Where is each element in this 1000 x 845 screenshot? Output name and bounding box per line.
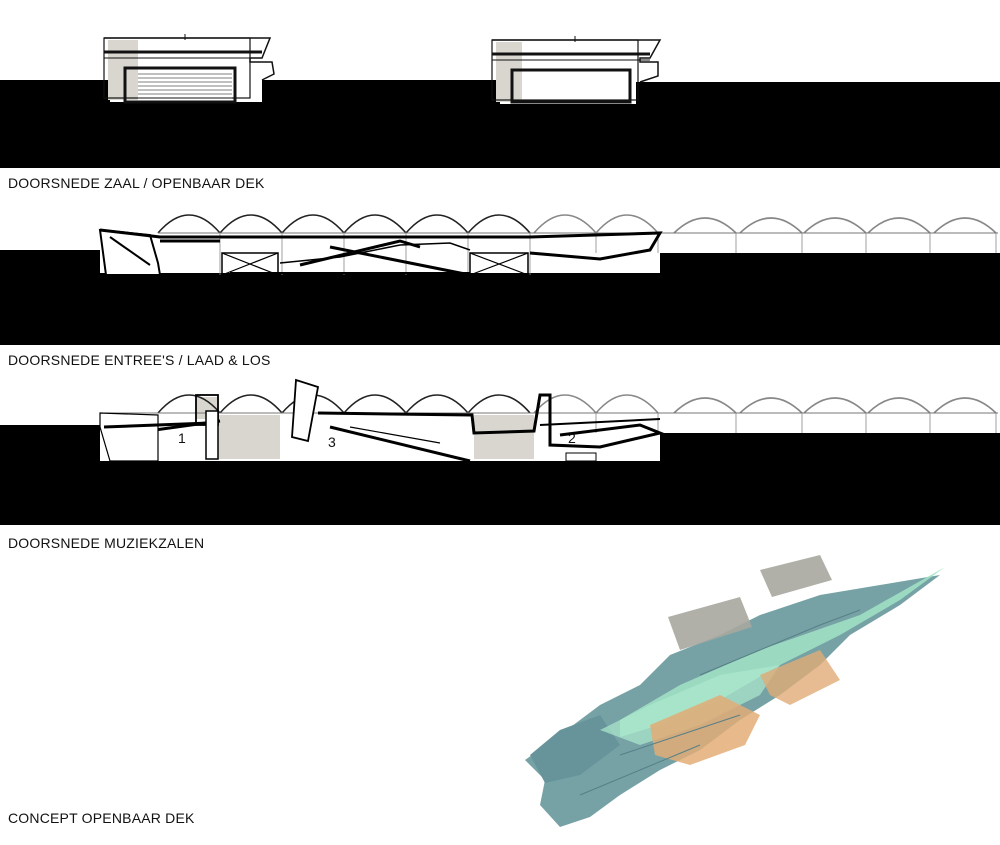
caption-section-4: CONCEPT OPENBAAR DEK bbox=[8, 810, 195, 826]
deck-structure bbox=[98, 228, 663, 277]
section-drawing-muziekzalen: 1 3 2 bbox=[0, 378, 1000, 525]
section-zaal-openbaar-dek: DOORSNEDE ZAAL / OPENBAAR DEK bbox=[0, 0, 1000, 195]
ground-mass bbox=[0, 80, 1000, 168]
room-label-2: 2 bbox=[568, 430, 576, 446]
caption-section-3: DOORSNEDE MUZIEKZALEN bbox=[8, 535, 205, 551]
concept-model-drawing bbox=[525, 555, 945, 827]
section-drawing-zaal bbox=[0, 34, 1000, 168]
room-label-1: 1 bbox=[178, 430, 186, 446]
hall-fill-right bbox=[474, 415, 534, 459]
room-label-3: 3 bbox=[328, 434, 336, 450]
caption-section-2: DOORSNEDE ENTREE'S / LAAD & LOS bbox=[8, 352, 271, 368]
caption-section-1: DOORSNEDE ZAAL / OPENBAAR DEK bbox=[8, 175, 265, 191]
building-left bbox=[103, 34, 275, 104]
section-drawing-entrees bbox=[0, 214, 1000, 345]
section-entrees-laad-los: DOORSNEDE ENTREE'S / LAAD & LOS bbox=[0, 195, 1000, 375]
hall-fill-left bbox=[218, 415, 280, 459]
roof-arches bbox=[157, 214, 998, 234]
concept-model bbox=[525, 555, 945, 827]
building-right bbox=[491, 36, 662, 104]
hall-structure bbox=[99, 378, 665, 463]
section-concept-openbaar-dek: CONCEPT OPENBAAR DEK bbox=[0, 555, 1000, 845]
ground-mass bbox=[0, 425, 1000, 525]
section-muziekzalen: 1 3 2 DOORSNEDE MUZIEKZALEN bbox=[0, 375, 1000, 555]
